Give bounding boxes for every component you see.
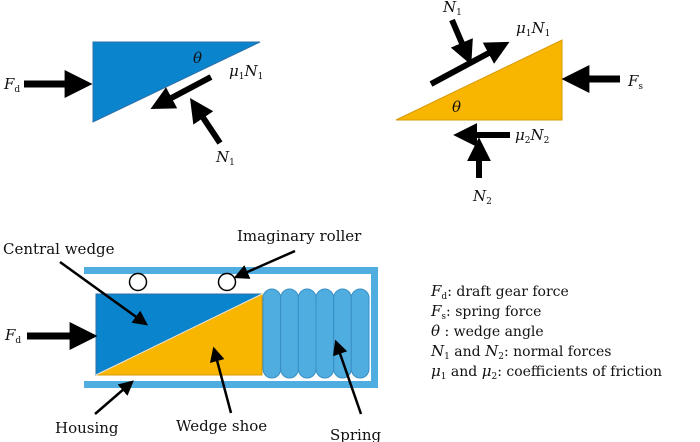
- normal-force-label: N1: [215, 148, 235, 168]
- spring-coil: [280, 288, 299, 379]
- spring-force-label: Fs: [627, 72, 643, 92]
- spring-coil: [315, 288, 335, 379]
- imaginary-roller: [217, 272, 237, 292]
- friction-force-label: μ1N1: [229, 62, 263, 82]
- spring-coil: [297, 288, 317, 379]
- wedge-shoe-fbd: N1 μ1N1 Fs θ μ2N2 N2: [395, 0, 643, 207]
- housing: [84, 267, 378, 388]
- draft-gear-assembly: Fd Central wedge Imaginary roller Housin…: [3, 227, 382, 442]
- housing-label: Housing: [55, 419, 119, 437]
- friction-force-arrow: [150, 74, 213, 110]
- central-wedge-label: Central wedge: [3, 240, 115, 258]
- imaginary-roller-label: Imaginary roller: [237, 227, 362, 245]
- wedge-shoe-label: Wedge shoe: [176, 417, 267, 435]
- spring-coil: [262, 288, 282, 379]
- friction-top-label: μ1N1: [516, 19, 550, 39]
- friction-bottom-label: μ2N2: [515, 126, 549, 146]
- legend-entry: θ : wedge angle: [431, 322, 544, 340]
- normal-bottom-label: N2: [472, 187, 492, 207]
- draft-force-label: Fd: [4, 326, 21, 346]
- angle-label: θ: [452, 98, 461, 116]
- spring-pointer: [333, 339, 363, 415]
- friction-top-arrow: [429, 41, 510, 87]
- central-wedge-pointer: [59, 260, 149, 326]
- spring-label: Spring: [330, 426, 382, 442]
- normal-force-arrow: [190, 98, 223, 145]
- central-wedge-fbd: Fd θ μ1N1 N1: [3, 41, 263, 168]
- legend-entry: μ1 and μ2: coefficients of friction: [431, 362, 662, 382]
- spring: [262, 288, 370, 379]
- wedge-shoe-pointer: [209, 346, 233, 414]
- angle-label: θ: [193, 49, 202, 67]
- central-wedge-triangle: [92, 41, 261, 123]
- imaginary-roller: [128, 272, 148, 292]
- housing-pointer: [94, 380, 134, 415]
- draft-force-label: Fd: [3, 75, 20, 95]
- legend-entry: Fs: spring force: [430, 302, 541, 322]
- legend-entry: N1 and N2: normal forces: [430, 342, 611, 362]
- spring-coil: [333, 288, 352, 379]
- legend-entry: Fd: draft gear force: [430, 282, 569, 302]
- spring-coil: [350, 288, 370, 379]
- normal-top-arrow: [449, 18, 473, 65]
- imaginary-roller-pointer: [233, 249, 296, 279]
- wedge-interface: [95, 293, 263, 376]
- wedge-shoe-triangle: [395, 39, 563, 121]
- normal-top-label: N1: [442, 0, 462, 18]
